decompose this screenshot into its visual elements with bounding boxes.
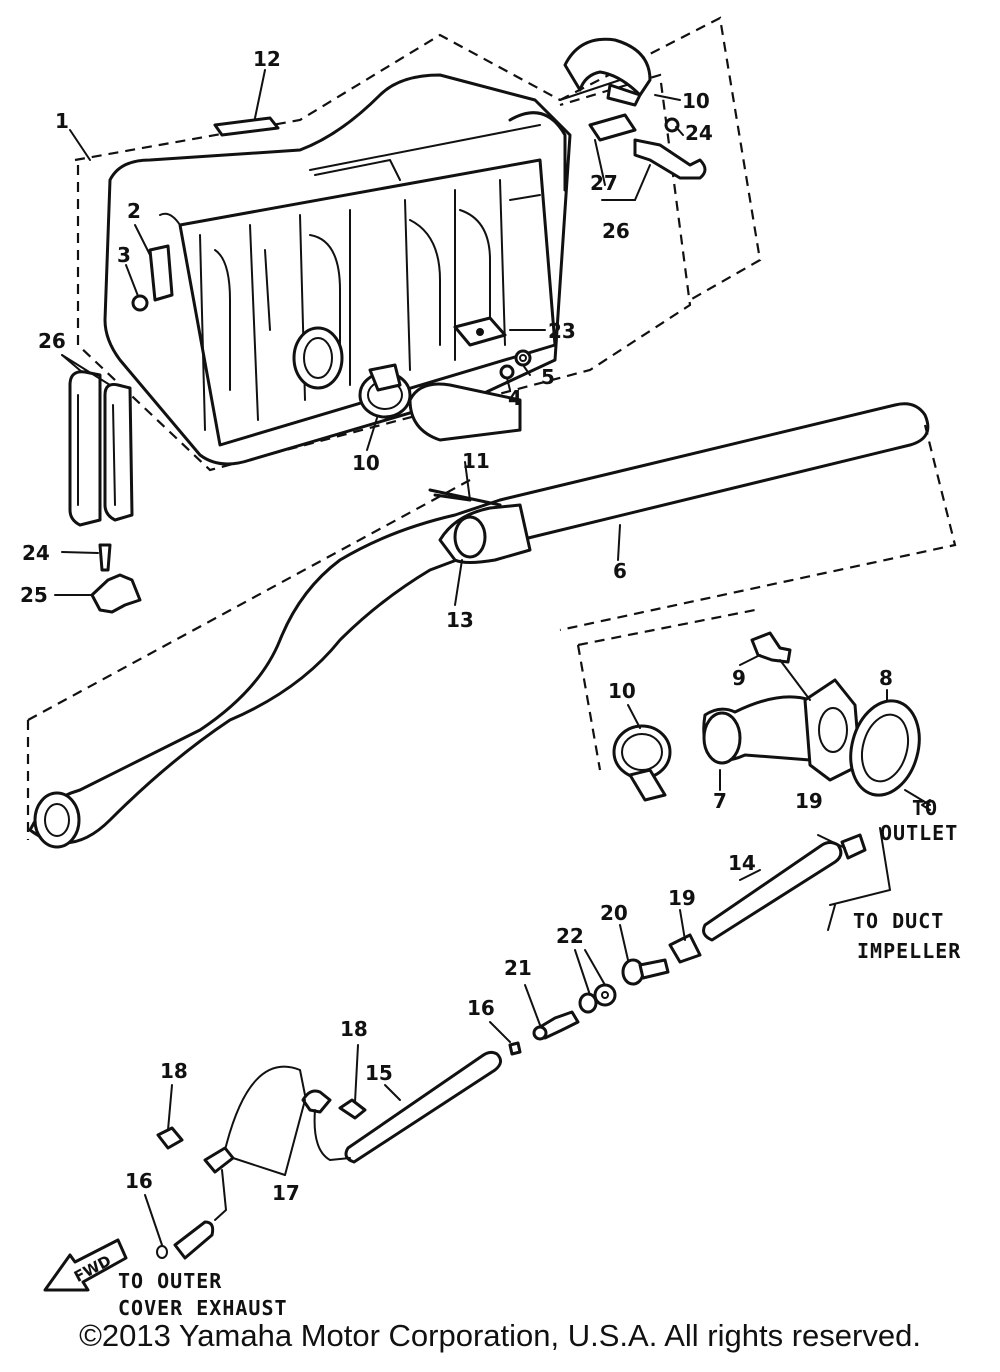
routing-notes: TO OUTLET TO DUCT IMPELLER TO OUTER COVE…: [118, 796, 961, 1320]
callout-11: 11: [462, 449, 490, 473]
callout-19-right: 19: [795, 789, 823, 813]
part-5-nut: [514, 349, 532, 367]
leader-lines: [54, 69, 888, 1246]
callout-1: 1: [55, 109, 69, 133]
assembly-outline-hose: [26, 424, 957, 840]
callout-2: 2: [127, 199, 141, 223]
callout-23: 23: [548, 319, 576, 343]
callout-10-top: 10: [682, 89, 710, 113]
bracket-25: [90, 573, 142, 614]
water-tube-14: [702, 827, 891, 942]
rubber-straps-26: [61, 354, 134, 527]
callout-15: 15: [365, 1061, 393, 1085]
callout-14: 14: [728, 851, 756, 875]
callout-18-left: 18: [160, 1059, 188, 1083]
callout-16-mid: 16: [467, 996, 495, 1020]
part-2-bracket: [148, 244, 174, 302]
note-to-outlet-2: OUTLET: [880, 821, 958, 845]
fittings-row: [508, 933, 702, 1056]
exhaust-hose-6: [28, 402, 930, 849]
callout-26-left: 26: [38, 329, 66, 353]
fwd-arrow: FWD: [43, 1238, 128, 1292]
callout-8: 8: [879, 666, 893, 690]
callout-10-right: 10: [608, 679, 636, 703]
callout-24-top: 24: [685, 121, 713, 145]
copyright-notice: ©2013 Yamaha Motor Corporation, U.S.A. A…: [79, 1318, 921, 1353]
note-to-duct-2: IMPELLER: [857, 939, 961, 963]
callout-27: 27: [590, 171, 618, 195]
callout-9: 9: [732, 666, 746, 690]
callout-26-right: 26: [602, 219, 630, 243]
callout-13: 13: [446, 608, 474, 632]
muffler-box: [103, 73, 572, 466]
hose-stub: [408, 382, 522, 442]
note-to-outlet-1: TO: [912, 796, 938, 820]
callout-4: 4: [508, 386, 522, 410]
callout-3: 3: [117, 243, 131, 267]
hose-clamp-11: [428, 488, 502, 507]
note-to-duct-1: TO DUCT: [853, 909, 944, 933]
callout-24-left: 24: [22, 541, 50, 565]
callout-12: 12: [253, 47, 281, 71]
callout-20: 20: [600, 901, 628, 925]
water-tube-15: [156, 1050, 502, 1260]
note-to-outer-2: COVER EXHAUST: [118, 1296, 288, 1320]
part-4-washer: [499, 364, 515, 380]
part-3-screw: [131, 294, 149, 312]
callout-10-mid: 10: [352, 451, 380, 475]
clip-assembly-upper: [559, 37, 707, 180]
callout-6: 6: [613, 559, 627, 583]
bolt-24-left: [98, 543, 112, 572]
callout-25: 25: [20, 583, 48, 607]
part-23-plate: [453, 316, 507, 347]
callout-numbers: 1 12 2 3 26 23 5 4 10 10 24 27 26 11 6 1…: [20, 47, 893, 1205]
callout-19-mid: 19: [668, 886, 696, 910]
outlet-assembly: [576, 608, 931, 811]
callout-7: 7: [713, 789, 727, 813]
callout-18-mid: 18: [340, 1017, 368, 1041]
hose-clamp-10-mid: [358, 363, 412, 419]
callout-16-left: 16: [125, 1169, 153, 1193]
callout-17: 17: [272, 1181, 300, 1205]
callout-5: 5: [541, 365, 555, 389]
callout-21: 21: [504, 956, 532, 980]
part-12-plate: [213, 116, 280, 137]
note-to-outer-1: TO OUTER: [118, 1269, 222, 1293]
callout-22: 22: [556, 924, 584, 948]
